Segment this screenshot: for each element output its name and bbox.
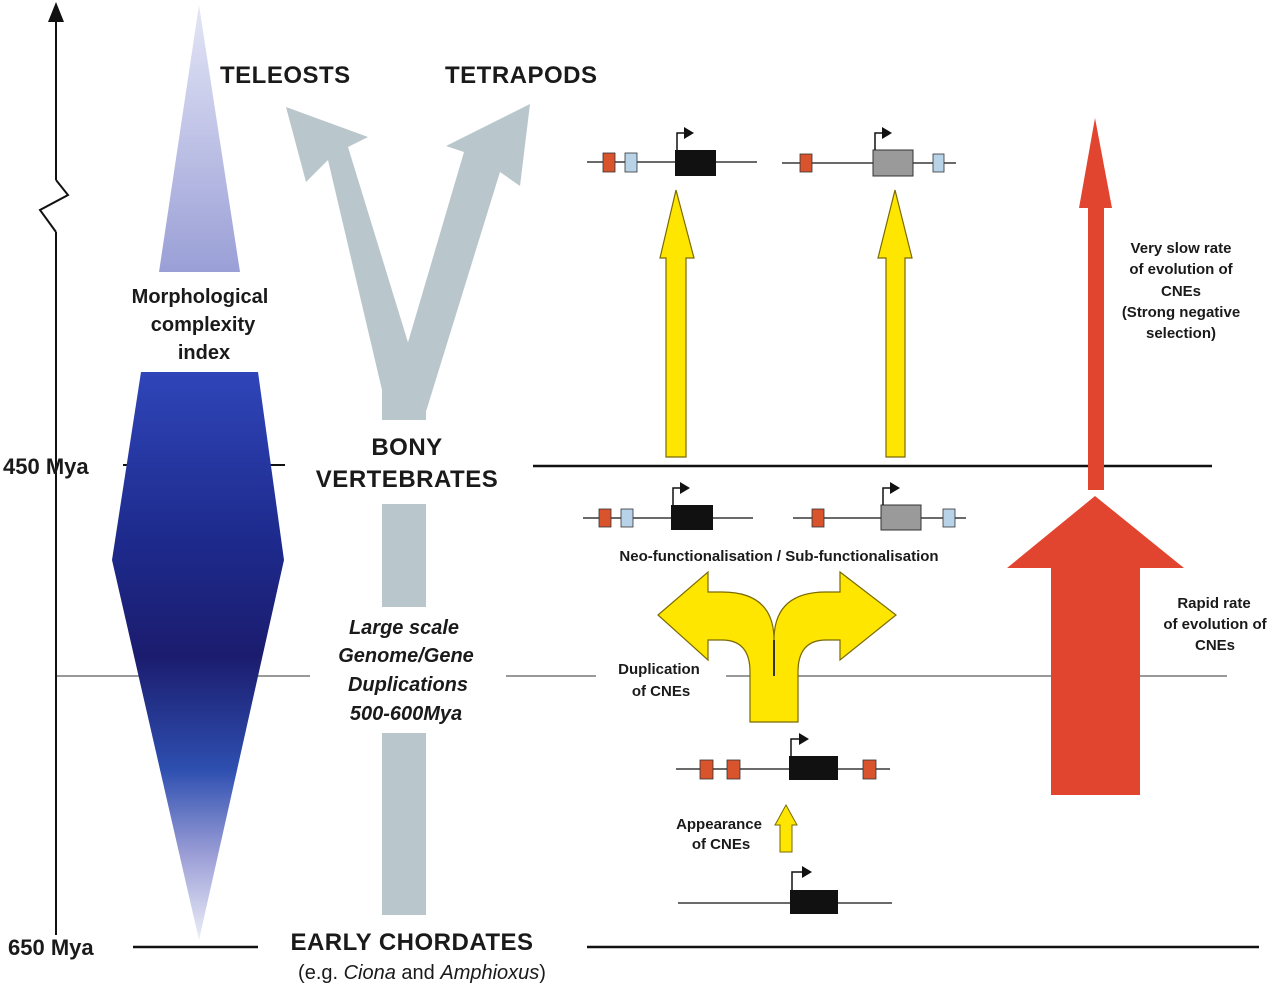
appearance-arrow — [774, 803, 798, 853]
promoter-arrow-icon — [802, 866, 812, 878]
promoter-flag-icon — [882, 487, 891, 505]
cne-blue — [942, 508, 956, 528]
promoter-flag-icon — [874, 132, 883, 150]
teleosts-label: TELEOSTS — [220, 62, 351, 89]
duplication-event-line2: Genome/Gene — [338, 645, 474, 667]
slow-rate-line1: Very slow rate — [1131, 240, 1232, 257]
cne-orange — [699, 759, 714, 780]
duplication-event-line4: 500-600Mya — [350, 703, 462, 725]
tetrapods-arrow — [394, 104, 530, 418]
complexity-label-line1: Morphological — [132, 286, 269, 308]
cne-blue — [620, 508, 634, 528]
promoter-flag-icon — [676, 132, 685, 150]
cne-orange — [862, 759, 877, 780]
cne-orange — [799, 153, 813, 173]
gene-duplicate-2-top — [782, 127, 956, 177]
slow-rate-line4: (Strong negative — [1122, 304, 1240, 321]
gene-exon-black — [789, 756, 838, 780]
duplication-event-line1: Large scale — [349, 617, 459, 639]
gene-exon-black — [671, 505, 713, 530]
lineage-stem-middle — [382, 504, 426, 607]
rapid-rate-line2: of evolution of — [1163, 616, 1267, 633]
lineage-stem-upper — [382, 385, 426, 420]
promoter-arrow-icon — [684, 127, 694, 139]
neo-sub-functionalisation-label: Neo-functionalisation / Sub-functionalis… — [619, 548, 938, 565]
promoter-arrow-icon — [890, 482, 900, 494]
duplication-event-line3: Duplications — [348, 674, 468, 696]
slow-rate-red-arrow — [1079, 118, 1112, 490]
complexity-index-diamond — [112, 372, 284, 940]
gene-duplicate-1-mid — [583, 482, 753, 530]
gene-ancestral — [678, 866, 892, 914]
lineage-branches — [286, 104, 530, 915]
promoter-arrow-icon — [882, 127, 892, 139]
bony-vertebrates-line2: VERTEBRATES — [316, 466, 498, 493]
early-chordates-label: EARLY CHORDATES — [290, 929, 533, 956]
teleosts-arrow — [286, 107, 422, 390]
complexity-index-upper-triangle — [159, 5, 240, 272]
time-label-450mya: 450 Mya — [3, 454, 89, 479]
tetrapods-label: TETRAPODS — [445, 62, 598, 89]
cne-orange — [602, 152, 616, 173]
complexity-label-line2: complexity — [151, 314, 256, 336]
gene-exon-black — [790, 890, 838, 914]
complexity-label-line3: index — [178, 342, 230, 364]
duplication-fork-arrow — [657, 570, 897, 723]
early-chordates-note: (e.g. Ciona and Amphioxus) — [298, 962, 546, 984]
appearance-label-line2: of CNEs — [692, 836, 750, 853]
promoter-flag-icon — [791, 871, 803, 890]
promoter-arrow-icon — [799, 733, 809, 745]
slow-rate-line5: selection) — [1146, 325, 1216, 342]
time-axis-arrowhead — [48, 2, 64, 22]
cne-orange — [811, 508, 825, 528]
rapid-rate-line1: Rapid rate — [1177, 595, 1250, 612]
gene-exon-black — [675, 150, 716, 176]
gene-exon-grey — [880, 504, 922, 531]
gene-duplicate-1-top — [587, 127, 757, 176]
cne-orange — [726, 759, 741, 780]
duplication-label-line1: Duplication — [618, 661, 700, 678]
axis-break-icon — [38, 179, 70, 233]
cne-blue — [932, 153, 945, 173]
yellow-arrow-right-tall — [877, 189, 913, 458]
slow-rate-line3: CNEs — [1161, 283, 1201, 300]
cne-blue — [624, 152, 638, 173]
yellow-arrow-left-tall — [659, 189, 695, 458]
promoter-flag-icon — [672, 487, 681, 505]
gene-with-cnes — [676, 733, 890, 780]
rapid-rate-line3: CNEs — [1195, 637, 1235, 654]
time-label-650mya: 650 Mya — [8, 935, 94, 960]
cne-orange — [598, 508, 612, 528]
bony-vertebrates-line1: BONY — [371, 434, 442, 461]
duplication-label-line2: of CNEs — [632, 683, 690, 700]
appearance-label-line1: Appearance — [676, 816, 762, 833]
promoter-arrow-icon — [680, 482, 690, 494]
slow-rate-line2: of evolution of — [1129, 261, 1233, 278]
lineage-stem-lower — [382, 733, 426, 915]
gene-exon-grey — [872, 149, 914, 177]
promoter-flag-icon — [790, 738, 800, 756]
gene-duplicate-2-mid — [793, 482, 966, 531]
rapid-rate-red-arrow — [1007, 496, 1184, 795]
time-axis — [38, 2, 70, 935]
